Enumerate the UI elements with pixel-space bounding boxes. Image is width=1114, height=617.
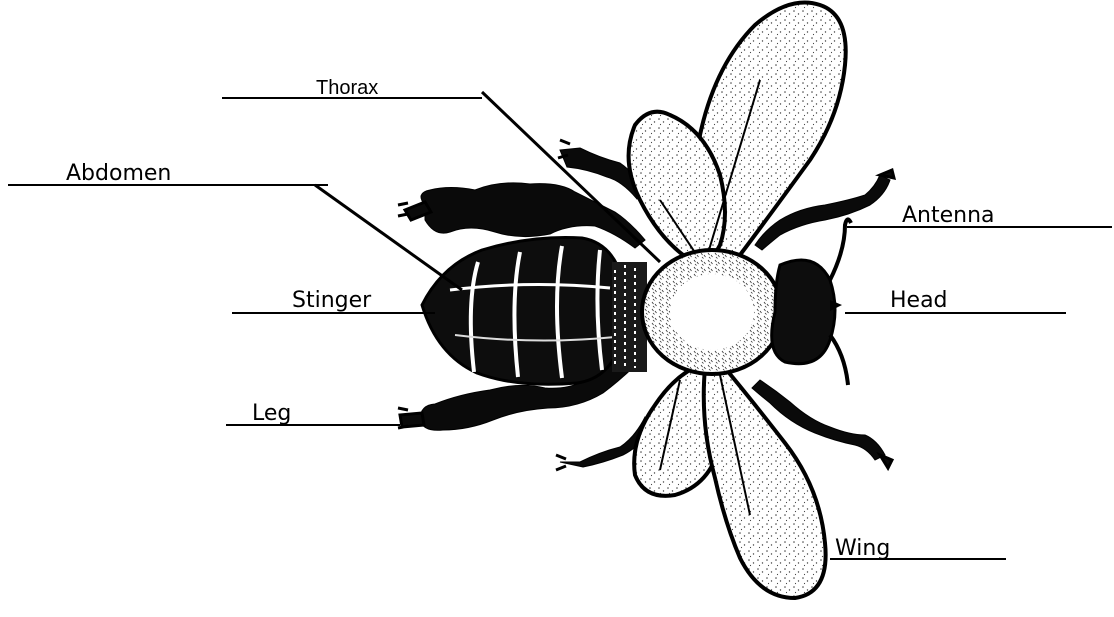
label-abdomen: Abdomen — [8, 161, 462, 290]
label-wing: Wing — [830, 536, 1006, 561]
bee-thorax — [642, 250, 782, 374]
abdomen-label: Abdomen — [66, 161, 171, 186]
label-head: Head — [845, 288, 1066, 313]
label-leg: Leg — [226, 401, 400, 426]
leg-label: Leg — [252, 401, 291, 426]
label-antenna: Antenna — [847, 203, 1112, 228]
antenna-label: Antenna — [902, 203, 995, 228]
head-label: Head — [890, 288, 948, 313]
bee-abdomen — [422, 238, 647, 385]
label-stinger: Stinger — [232, 288, 435, 313]
bee-illustration — [398, 3, 894, 599]
wing-label: Wing — [835, 536, 890, 561]
thorax-label: Thorax — [316, 77, 378, 99]
stinger-label: Stinger — [292, 288, 372, 313]
